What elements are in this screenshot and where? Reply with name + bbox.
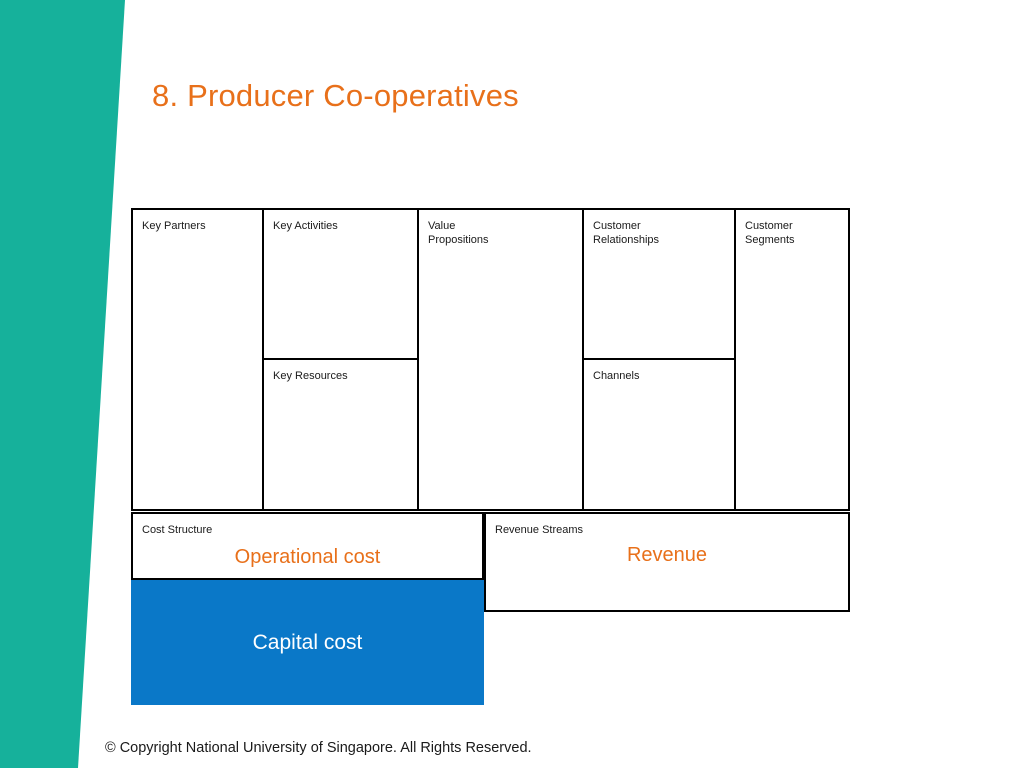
canvas-cell-cost-structure: Cost Structure Operational cost xyxy=(131,512,484,580)
channels-label: Channels xyxy=(593,369,640,382)
cost-structure-entry: Operational cost xyxy=(234,546,381,568)
key-resources-label: Key Resources xyxy=(273,369,348,382)
business-model-canvas: Key Partners Key Activities Key Resource… xyxy=(131,208,850,511)
canvas-cell-key-activities: Key Activities xyxy=(264,210,417,360)
canvas-cell-key-partners: Key Partners xyxy=(133,210,264,509)
page-title: 8. Producer Co-operatives xyxy=(152,78,519,113)
canvas-column-activities-resources: Key Activities Key Resources xyxy=(264,210,419,509)
capital-cost-entry: Capital cost xyxy=(252,630,363,654)
canvas-cell-customer-relationships: Customer Relationships xyxy=(584,210,734,360)
canvas-cell-revenue-streams: Revenue Streams Revenue xyxy=(484,512,850,612)
canvas-cell-customer-segments: Customer Segments xyxy=(736,210,848,509)
key-activities-label: Key Activities xyxy=(273,220,338,232)
canvas-column-relationships-channels: Customer Relationships Channels xyxy=(584,210,736,509)
key-partners-label: Key Partners xyxy=(142,220,206,232)
canvas-cell-channels: Channels xyxy=(584,359,734,509)
revenue-streams-label: Revenue Streams xyxy=(495,524,584,536)
canvas-cell-key-resources: Key Resources xyxy=(264,359,417,509)
cost-structure-label: Cost Structure xyxy=(142,524,213,536)
copyright-notice: © Copyright National University of Singa… xyxy=(105,740,532,756)
capital-cost-block: Capital cost xyxy=(131,580,484,705)
value-propositions-label: Value Propositions xyxy=(428,220,489,246)
customer-relationships-label: Customer Relationships xyxy=(593,220,660,246)
canvas-cell-value-propositions: Value Propositions xyxy=(419,210,584,509)
customer-segments-label: Customer Segments xyxy=(745,220,795,246)
revenue-streams-entry: Revenue xyxy=(626,544,708,566)
